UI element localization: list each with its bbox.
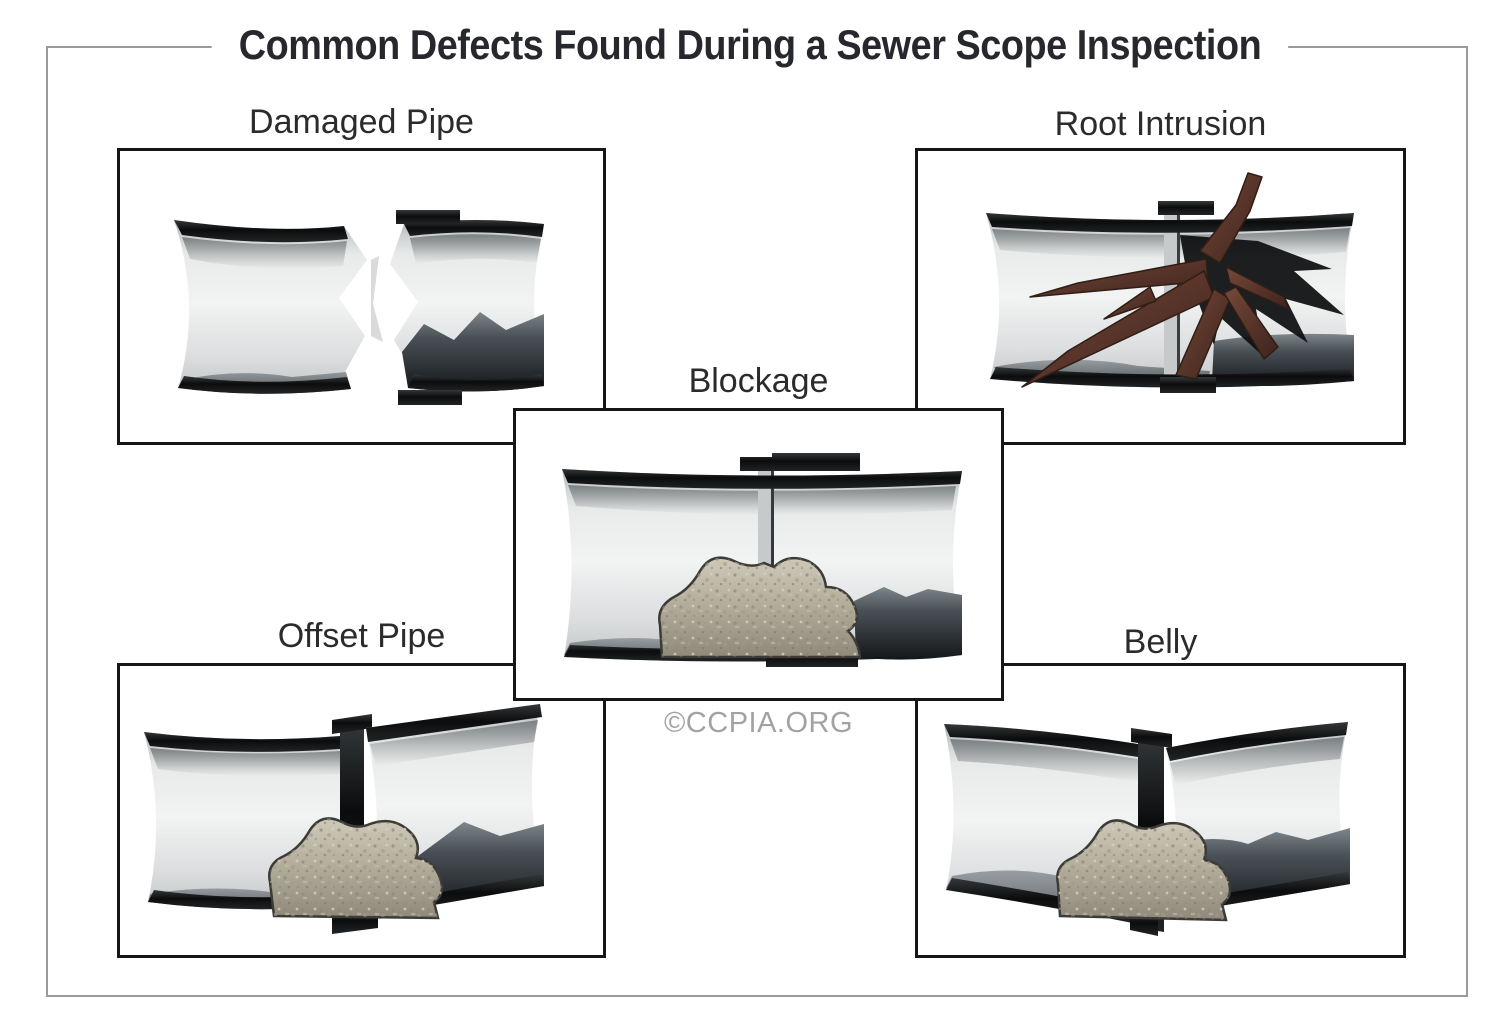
label-root-intrusion: Root Intrusion	[1054, 105, 1267, 143]
panel-belly	[915, 663, 1406, 958]
blockage-rock	[658, 556, 862, 659]
joint-collar-bottom	[1160, 377, 1216, 393]
crack-shard	[371, 256, 383, 342]
label-offset-pipe: Offset Pipe	[277, 617, 446, 655]
pipe-right-segment	[390, 210, 544, 405]
pipe-left-segment	[174, 220, 367, 394]
panel-damaged-pipe	[117, 148, 606, 445]
joint-collar-top	[740, 453, 860, 471]
belly-illustration	[944, 722, 1350, 936]
panel-offset-pipe	[117, 663, 606, 958]
panel-blockage	[513, 408, 1004, 701]
label-blockage: Blockage	[688, 362, 829, 400]
panel-root-intrusion	[915, 148, 1406, 445]
debris-rock	[268, 817, 444, 920]
damaged-pipe-illustration	[174, 210, 544, 405]
offset-pipe-illustration	[144, 704, 544, 934]
sediment-rock	[1056, 819, 1232, 922]
label-belly: Belly	[1123, 623, 1198, 661]
label-damaged-pipe: Damaged Pipe	[249, 103, 474, 141]
root-graphic	[1021, 172, 1289, 388]
water-shadow	[854, 587, 962, 660]
diagram-title: Common Defects Found During a Sewer Scop…	[211, 21, 1289, 70]
joint-collar-top	[1158, 201, 1214, 215]
blockage-illustration	[562, 453, 962, 667]
root-intrusion-illustration	[986, 172, 1354, 393]
bell-collar-bottom	[398, 390, 462, 405]
watermark: ©CCPIA.ORG	[663, 707, 854, 739]
bell-collar-top	[396, 210, 460, 224]
